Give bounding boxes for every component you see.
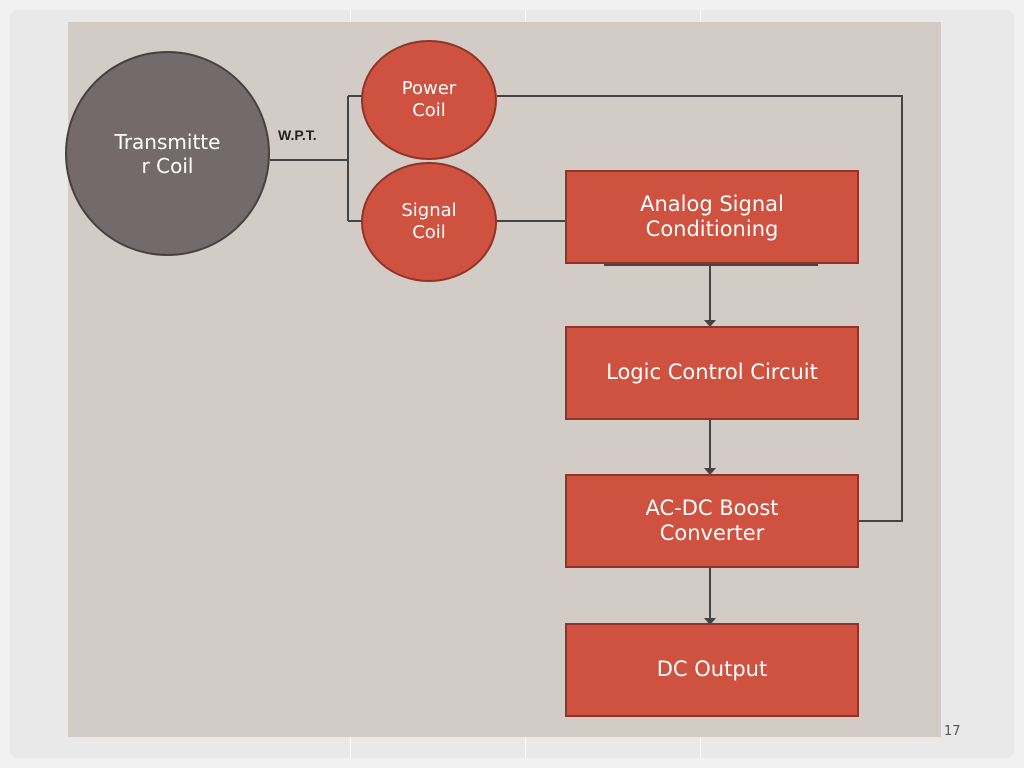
boost-label-2: Converter <box>659 521 765 545</box>
analog-signal-conditioning-block: Analog Signal Conditioning <box>565 170 859 264</box>
power-coil-label-1: Power <box>401 78 457 100</box>
wire-power-to-boost <box>497 95 903 522</box>
logic-control-circuit-block: Logic Control Circuit <box>565 326 859 420</box>
dc-output-block: DC Output <box>565 623 859 717</box>
boost-label-1: AC-DC Boost <box>645 495 779 520</box>
signal-coil-label-2: Coil <box>412 222 446 243</box>
transmitter-label-2: r Coil <box>141 153 194 178</box>
logic-label: Logic Control Circuit <box>606 360 818 385</box>
arrow-head <box>704 320 716 327</box>
transmitter-label-1: Transmitte <box>114 129 221 154</box>
arrow-head <box>704 618 716 625</box>
signal-coil: Signal Coil <box>361 162 497 282</box>
wpt-label: W.P.T. <box>278 127 317 143</box>
analog-label-2: Conditioning <box>645 217 779 241</box>
ac-dc-boost-converter-block: AC-DC Boost Converter <box>565 474 859 568</box>
analog-label-1: Analog Signal <box>640 191 784 216</box>
page-number: 17 <box>944 724 961 739</box>
power-coil: Power Coil <box>361 40 497 160</box>
output-label: DC Output <box>656 657 768 682</box>
transmitter-coil: Transmitte r Coil <box>65 51 270 256</box>
signal-coil-label-1: Signal <box>401 200 457 222</box>
arrow-head <box>704 468 716 475</box>
power-coil-label-2: Coil <box>412 100 446 121</box>
